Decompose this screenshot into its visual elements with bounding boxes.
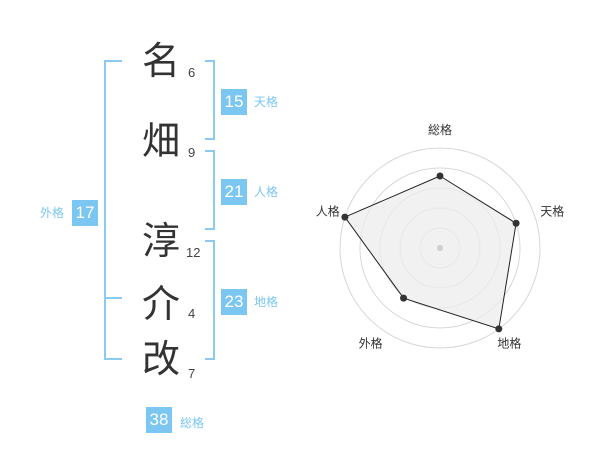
- radar-center-dot: [437, 245, 443, 251]
- gaikaku-bracket: [104, 60, 122, 360]
- radar-point-5: [341, 213, 349, 221]
- gaikaku-value: 17: [72, 200, 98, 226]
- name-char-5: 改: [142, 337, 181, 381]
- name-char-4: 介: [142, 282, 181, 326]
- stroke-count-5: 7: [188, 366, 196, 381]
- radar-points: [341, 172, 520, 333]
- tenkaku-value: 15: [221, 89, 247, 115]
- name-char-2: 畑: [142, 119, 181, 163]
- radar-point-1: [436, 172, 444, 180]
- radar-point-3: [495, 325, 503, 333]
- jinkaku-value: 21: [221, 179, 247, 205]
- soukaku-value: 38: [146, 407, 172, 433]
- chikaku-value: 23: [221, 289, 247, 315]
- stroke-count-1: 6: [188, 65, 196, 80]
- chikaku-label: 地格: [254, 295, 279, 309]
- soukaku-label: 総格: [180, 416, 205, 430]
- radar-axis-label-4: 外格: [359, 335, 383, 350]
- tenkaku-label: 天格: [254, 95, 279, 109]
- gaikaku-label: 外格: [40, 206, 65, 220]
- name-char-3: 淳: [142, 219, 181, 263]
- radar-shape: [344, 175, 517, 330]
- radar-ring-1: [339, 147, 541, 349]
- jinkaku-label: 人格: [254, 185, 279, 199]
- stroke-count-4: 4: [188, 306, 196, 321]
- gaikaku-divider-tick: [104, 297, 122, 299]
- radar-ring-2: [359, 167, 521, 329]
- radar-axis-label-3: 地格: [497, 335, 521, 350]
- chikaku-bracket: [205, 240, 215, 360]
- radar-axis-label-5: 人格: [316, 204, 340, 219]
- jinkaku-bracket: [205, 150, 215, 230]
- stroke-count-3: 12: [186, 245, 201, 260]
- tenkaku-bracket: [205, 60, 215, 140]
- radar-axis-label-2: 天格: [540, 204, 564, 219]
- stroke-count-2: 9: [188, 145, 196, 160]
- radar-point-2: [512, 219, 520, 227]
- radar-axis-label-1: 総格: [428, 122, 452, 137]
- radar-point-4: [400, 294, 408, 302]
- name-char-1: 名: [142, 39, 181, 83]
